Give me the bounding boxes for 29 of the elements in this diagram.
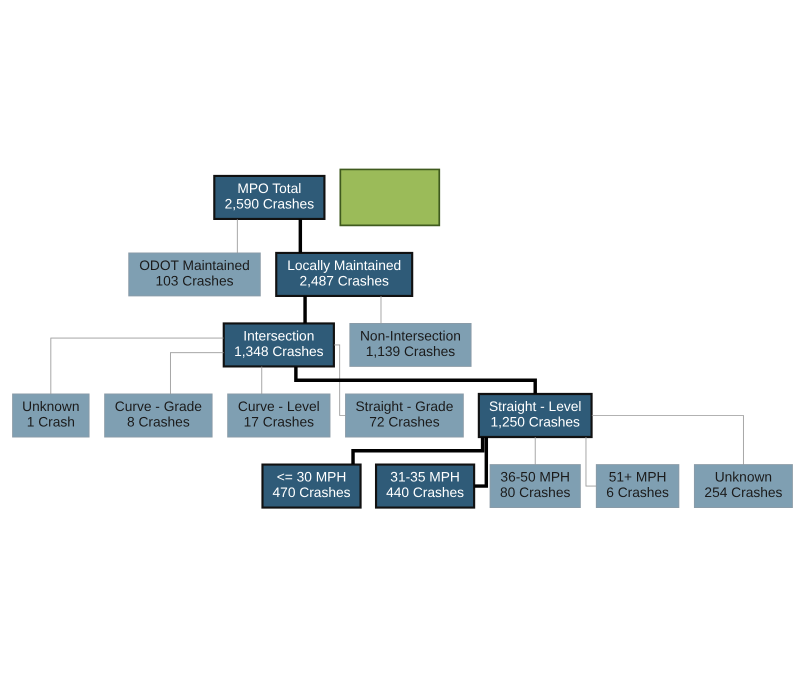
connector [303, 295, 307, 323]
node-box: ODOT Maintained 103 Crashes [128, 252, 261, 296]
connector [50, 337, 224, 394]
node-box: Curve - Level 17 Crashes [227, 393, 330, 437]
node-box: Straight - Grade 72 Crashes [345, 393, 464, 437]
connector [351, 436, 484, 464]
node-box: Straight - Level 1,250 Crashes [478, 392, 593, 438]
node-box: MPO Total 2,590 Crashes [213, 174, 326, 220]
connector [380, 295, 382, 324]
connector [591, 414, 744, 464]
node-box [339, 168, 440, 226]
node-box: Unknown 1 Crash [12, 393, 90, 437]
node-box: Curve - Grade 8 Crashes [104, 393, 213, 437]
node-box: 51+ MPH 6 Crashes [596, 464, 680, 508]
connector [261, 366, 262, 394]
node-box: Intersection 1,348 Crashes [222, 322, 335, 368]
node-box: <= 30 MPH 470 Crashes [261, 462, 362, 508]
node-box: Locally Maintained 2,487 Crashes [275, 251, 414, 296]
node-box: Non-Intersection 1,139 Crashes [349, 322, 472, 366]
connector [474, 436, 488, 488]
connector [294, 366, 537, 394]
connector [534, 436, 536, 464]
connector [334, 344, 346, 416]
connector [170, 352, 224, 394]
node-box: 36-50 MPH 80 Crashes [490, 464, 581, 508]
node-box: Unknown 254 Crashes [694, 464, 793, 508]
node-box: 31-35 MPH 440 Crashes [374, 462, 476, 508]
connector [298, 218, 302, 252]
connector [236, 218, 238, 253]
